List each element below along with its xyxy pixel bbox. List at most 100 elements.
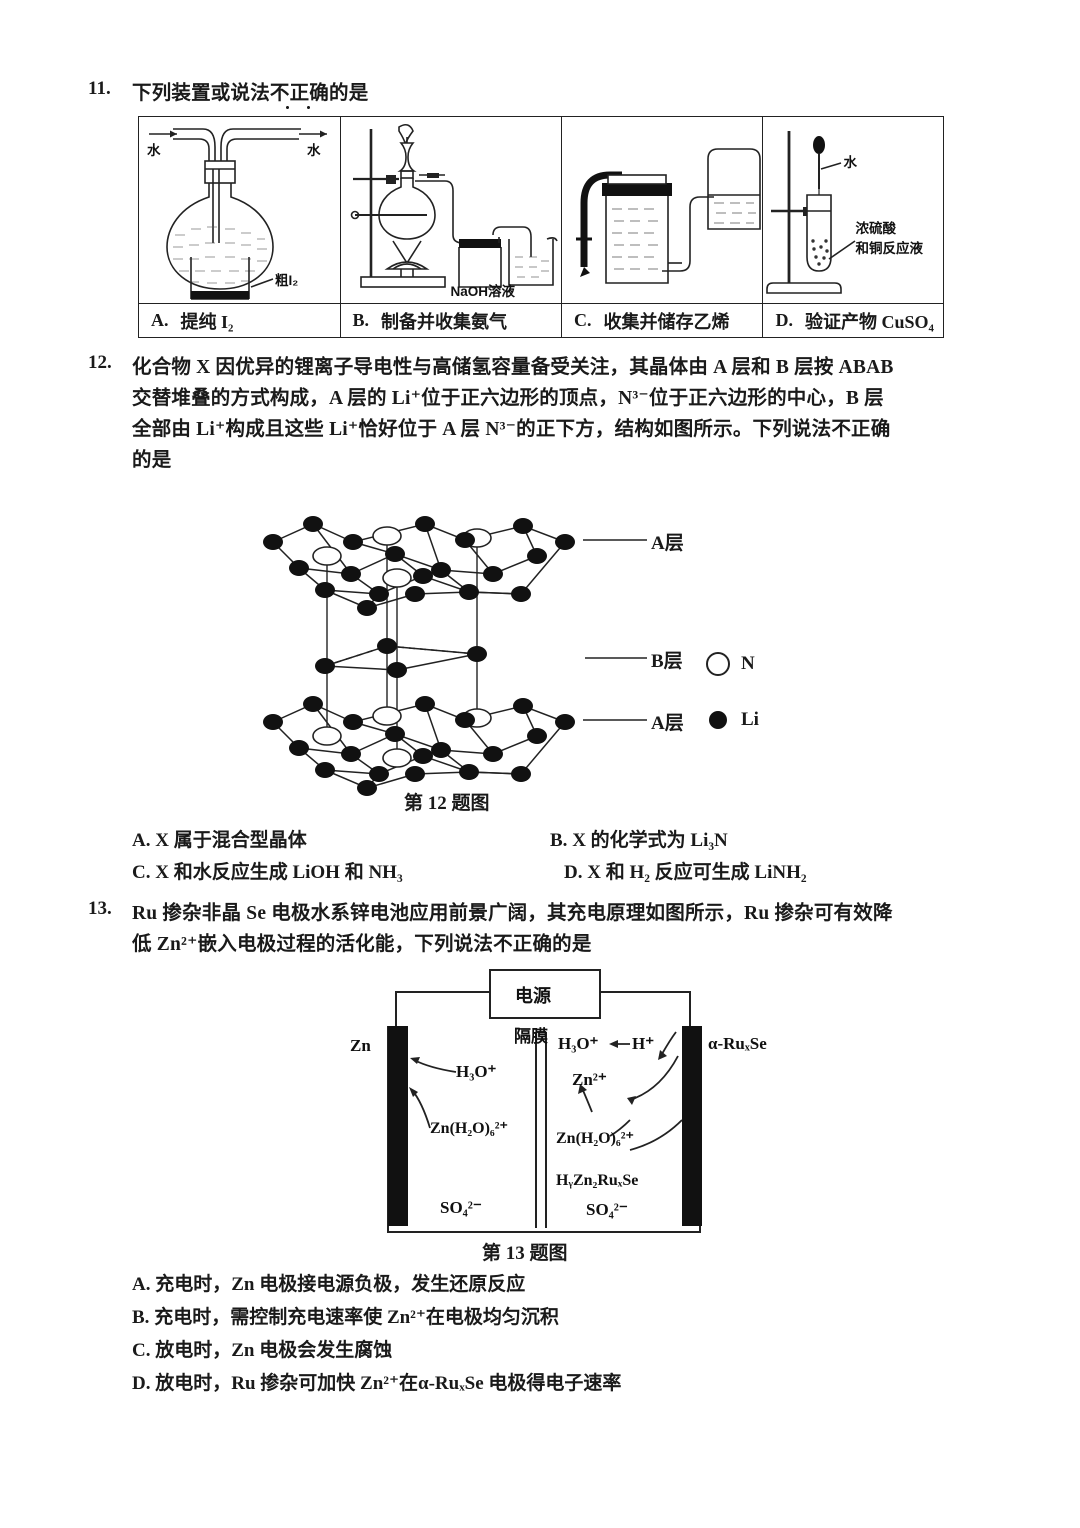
apparatus-d-label-acid-1: 浓硫酸 bbox=[855, 221, 896, 236]
legend-open-circle-icon bbox=[706, 652, 730, 676]
apparatus-d-label-water: 水 bbox=[843, 155, 857, 170]
q12-option-b-text: X 的化学式为 Li₃N bbox=[572, 830, 728, 851]
figure-caption-12: 第 12 题图 bbox=[404, 793, 490, 814]
left-species-sulfate: SO₄²⁻ bbox=[440, 1198, 482, 1217]
right-species-h3o: H₃O⁺ bbox=[558, 1034, 599, 1053]
apparatus-caption-c-letter: C. bbox=[573, 310, 592, 330]
q13-option-a-text: 充电时，Zn 电极接电源负极，发生还原反应 bbox=[155, 1274, 526, 1295]
apparatus-b-diagram bbox=[350, 123, 558, 288]
q12-option-c-letter: C. bbox=[132, 862, 151, 883]
electrochemical-cell-svg bbox=[387, 969, 702, 1233]
right-species-sulfate: SO₄²⁻ bbox=[586, 1200, 628, 1219]
right-species-proton: H⁺ bbox=[632, 1034, 655, 1053]
left-species-h3o: H₃O⁺ bbox=[456, 1062, 497, 1081]
figure-caption-13: 第 13 题图 bbox=[482, 1243, 568, 1264]
apparatus-table: 水 水 粗I₂ bbox=[138, 116, 944, 338]
zn-electrode bbox=[388, 1026, 408, 1226]
apparatus-cell-d: 水 浓硫酸 和铜反应液 bbox=[763, 117, 943, 303]
apparatus-d-label-acid-2: 和铜反应液 bbox=[855, 241, 923, 256]
apparatus-a-diagram bbox=[149, 128, 327, 300]
q13-option-b[interactable]: B. 充电时，需控制充电速率使 Zn²⁺在电极均匀沉积 bbox=[132, 1303, 559, 1333]
question-12-stem: 12. 化合物 X 因优异的锂离子导电性与高储氢容量备受关注，其晶体由 A 层和… bbox=[88, 352, 988, 476]
apparatus-d-diagram bbox=[766, 131, 856, 294]
q12-option-d-text: X 和 H₂ 反应可生成 LiNH₂ bbox=[587, 862, 807, 883]
question-12-text: 化合物 X 因优异的锂离子导电性与高储氢容量备受关注，其晶体由 A 层和 B 层… bbox=[132, 352, 988, 476]
apparatus-caption-c-text: 收集并储存乙烯 bbox=[603, 311, 730, 332]
question-12-options: A. X 属于混合型晶体 B. X 的化学式为 Li₃N C. X 和水反应生成… bbox=[132, 826, 1032, 896]
q12-option-d-letter: D. bbox=[564, 862, 583, 883]
apparatus-caption-d: D. 验证产物 CuSO₄ bbox=[763, 304, 943, 337]
question-12-number: 12. bbox=[88, 352, 112, 373]
crystal-layer-a-bottom bbox=[262, 695, 576, 797]
right-species-intercalate: HᵧZn₂RuₓSe bbox=[556, 1172, 639, 1189]
question-13-options: A. 充电时，Zn 电极接电源负极，发生还原反应 B. 充电时，需控制充电速率使… bbox=[132, 1270, 1032, 1410]
crystal-layer-a-top bbox=[262, 515, 576, 617]
crystal-structure-figure: A层 B层 A层 N Li bbox=[255, 490, 815, 797]
apparatus-caption-a: A. 提纯 I₂ bbox=[139, 304, 341, 337]
apparatus-caption-c: C. 收集并储存乙烯 bbox=[562, 304, 764, 337]
q13-option-b-text: 充电时，需控制充电速率使 Zn²⁺在电极均匀沉积 bbox=[154, 1307, 559, 1328]
apparatus-caption-b-letter: B. bbox=[352, 310, 370, 330]
apparatus-c-diagram bbox=[575, 148, 761, 284]
q12-option-a-text: X 属于混合型晶体 bbox=[155, 830, 307, 851]
apparatus-b-label-naoh: NaOH溶液 bbox=[450, 284, 516, 299]
apparatus-figure-row: 水 水 粗I₂ bbox=[139, 117, 943, 303]
crystal-legend-label-n: N bbox=[741, 653, 755, 674]
crystal-label-a-top: A层 bbox=[651, 533, 684, 554]
q13-option-a[interactable]: A. 充电时，Zn 电极接电源负极，发生还原反应 bbox=[132, 1270, 525, 1300]
apparatus-a-label-water-out: 水 bbox=[307, 143, 321, 158]
question-11-text: 下列装置或说法不正确的是 bbox=[132, 78, 968, 109]
power-source-label: 电源 bbox=[515, 986, 551, 1006]
apparatus-caption-d-text: 验证产物 CuSO₄ bbox=[804, 311, 934, 332]
left-species-zn-aqua: Zn(H₂O)₆²⁺ bbox=[430, 1120, 508, 1137]
question-13-line-1: Ru 掺杂非晶 Se 电极水系锌电池应用前景广阔，其充电原理如图所示，Ru 掺杂… bbox=[132, 903, 893, 924]
apparatus-caption-a-text: 提纯 I₂ bbox=[180, 311, 234, 332]
crystal-structure-svg bbox=[262, 515, 647, 797]
q13-option-d-text: 放电时，Ru 掺杂可加快 Zn²⁺在α-RuₓSe 电极得电子速率 bbox=[155, 1373, 622, 1394]
apparatus-caption-row: A. 提纯 I₂ B. 制备并收集氨气 C. 收集并储存乙烯 D. 验证产物 C… bbox=[139, 303, 943, 337]
question-13-stem: 13. Ru 掺杂非晶 Se 电极水系锌电池应用前景广阔，其充电原理如图所示，R… bbox=[88, 898, 988, 960]
question-13-number: 13. bbox=[88, 898, 112, 919]
crystal-legend-label-li: Li bbox=[741, 709, 759, 730]
q12-option-c-text: X 和水反应生成 LiOH 和 NH₃ bbox=[155, 862, 403, 883]
ruxse-electrode bbox=[682, 1026, 702, 1226]
apparatus-caption-b: B. 制备并收集氨气 bbox=[341, 304, 562, 337]
q13-option-d-letter: D. bbox=[132, 1373, 151, 1394]
crystal-label-a-bottom: A层 bbox=[651, 713, 684, 734]
apparatus-cell-a: 水 水 粗I₂ bbox=[139, 117, 341, 303]
q11-stem-after: 的是 bbox=[329, 83, 369, 104]
q12-option-b[interactable]: B. X 的化学式为 Li₃N bbox=[550, 826, 728, 856]
question-12-line-2: 交替堆叠的方式构成，A 层的 Li⁺位于正六边形的顶点，N³⁻位于正六边形的中心… bbox=[132, 388, 884, 409]
question-12-line-4: 的是 bbox=[132, 450, 172, 471]
apparatus-caption-d-letter: D. bbox=[775, 310, 793, 330]
q12-option-c[interactable]: C. X 和水反应生成 LiOH 和 NH₃ bbox=[132, 858, 403, 888]
zn-electrode-label: Zn bbox=[350, 1036, 371, 1055]
apparatus-a-label-water-in: 水 bbox=[147, 143, 161, 158]
electrochemical-cell-figure: 电源 隔膜 Zn α-RuₓSe H₃O⁺ Zn(H₂O)₆²⁺ SO₄²⁻ H… bbox=[330, 960, 790, 1240]
q13-option-c[interactable]: C. 放电时，Zn 电极会发生腐蚀 bbox=[132, 1336, 392, 1366]
q13-option-a-letter: A. bbox=[132, 1274, 151, 1295]
q13-option-d[interactable]: D. 放电时，Ru 掺杂可加快 Zn²⁺在α-RuₓSe 电极得电子速率 bbox=[132, 1369, 621, 1399]
apparatus-a-label-crude-iodine: 粗I₂ bbox=[275, 273, 299, 288]
right-species-zn-aqua: Zn(H₂O)₆²⁺ bbox=[556, 1130, 634, 1147]
q12-option-a-letter: A. bbox=[132, 830, 151, 851]
crystal-legend-symbols bbox=[706, 652, 730, 729]
ruxse-electrode-label: α-RuₓSe bbox=[708, 1034, 767, 1053]
q12-option-a[interactable]: A. X 属于混合型晶体 bbox=[132, 826, 307, 856]
apparatus-caption-b-text: 制备并收集氨气 bbox=[381, 311, 508, 332]
question-12-line-1: 化合物 X 因优异的锂离子导电性与高储氢容量备受关注，其晶体由 A 层和 B 层… bbox=[132, 357, 894, 378]
q12-option-d[interactable]: D. X 和 H₂ 反应可生成 LiNH₂ bbox=[564, 858, 807, 888]
apparatus-cell-c bbox=[562, 117, 764, 303]
question-13-line-2: 低 Zn²⁺嵌入电极过程的活化能，下列说法不正确的是 bbox=[132, 934, 592, 955]
q11-stem-before: 下列装置或说法 bbox=[132, 83, 270, 104]
legend-filled-circle-icon bbox=[709, 711, 727, 729]
question-11-number: 11. bbox=[88, 78, 111, 99]
crystal-label-b: B层 bbox=[651, 651, 683, 672]
apparatus-cell-b: NaOH溶液 bbox=[341, 117, 562, 303]
separator-label: 隔膜 bbox=[514, 1027, 548, 1046]
question-11-stem: 11. 下列装置或说法不正确的是 bbox=[88, 78, 968, 109]
apparatus-caption-a-letter: A. bbox=[151, 310, 169, 330]
right-species-zn-ion: Zn²⁺ bbox=[572, 1070, 607, 1089]
question-12-line-3: 全部由 Li⁺构成且这些 Li⁺恰好位于 A 层 N³⁻的正下方，结构如图所示。… bbox=[132, 419, 891, 440]
